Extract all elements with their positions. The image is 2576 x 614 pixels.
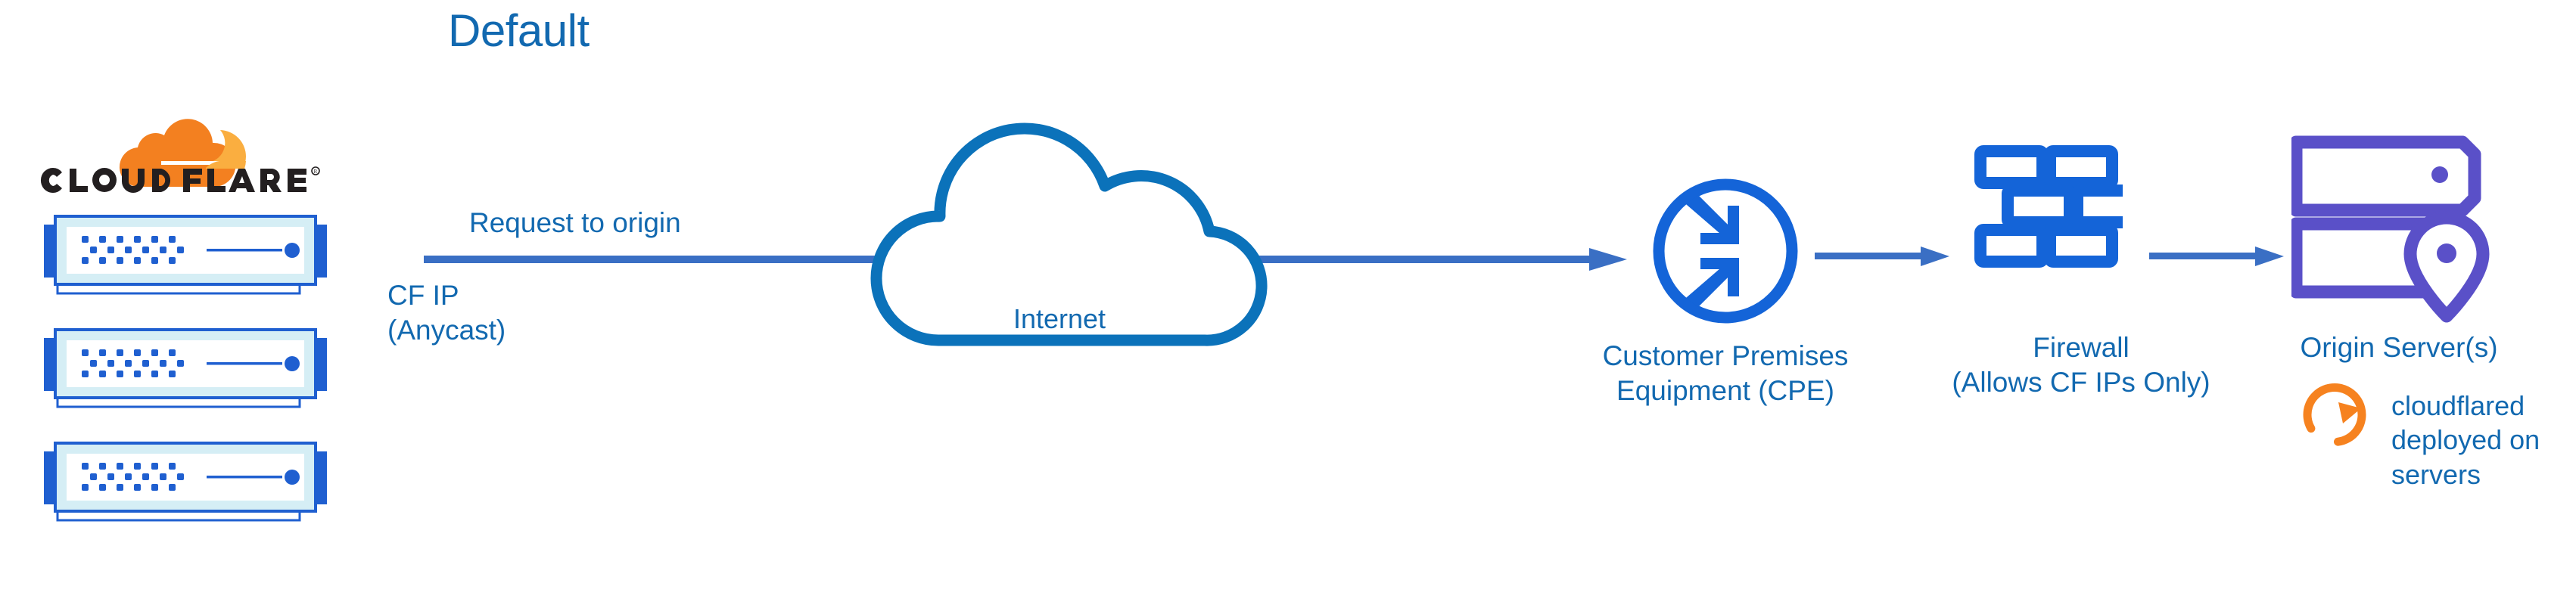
arrow-cpe-to-firewall [1815,243,1958,271]
list-item [30,439,341,522]
server-location-pin-icon [2289,135,2490,323]
cloudflare-edge-server-3-icon [44,442,327,522]
page-title: Default [448,5,590,56]
internet-label: Internet [1013,303,1106,334]
port-dots [82,463,184,491]
brick-wall-icon [1974,145,2145,268]
internet-cloud-node [838,106,1308,359]
list-item [30,325,341,408]
cloudflare-edge-server-1-icon [44,215,327,295]
origin-server-node [2289,135,2511,327]
cf-ip-anycast-label: CF IP (Anycast) [387,280,506,346]
cloudflared-annotation-label: cloudflared deployed on servers [2391,390,2540,490]
firewall-label: Firewall (Allows CF IPs Only) [1952,332,2210,398]
port-dots [82,236,184,264]
list-item [30,212,341,295]
cpe-label: Customer Premises Equipment (CPE) [1602,340,1849,406]
firewall-node [1971,144,2145,284]
port-dots [82,349,184,377]
circular-arrow-sync-icon [2303,383,2366,446]
cloudflare-cloud-mark [119,119,246,188]
cpe-node [1650,175,1801,330]
arrow-firewall-to-origin [2149,243,2293,271]
cloudflare-wordmark: R [40,166,320,194]
router-icon [1653,178,1798,324]
cloud-icon [870,122,1268,346]
cloudflare-logo: R [36,95,354,197]
svg-text:R: R [314,169,318,175]
request-to-origin-label: Request to origin [469,207,681,238]
origin-server-label: Origin Server(s) [2300,332,2498,363]
cloudflared-annotation-icon [2291,375,2375,462]
cloudflare-edge-server-2-icon [44,328,327,408]
